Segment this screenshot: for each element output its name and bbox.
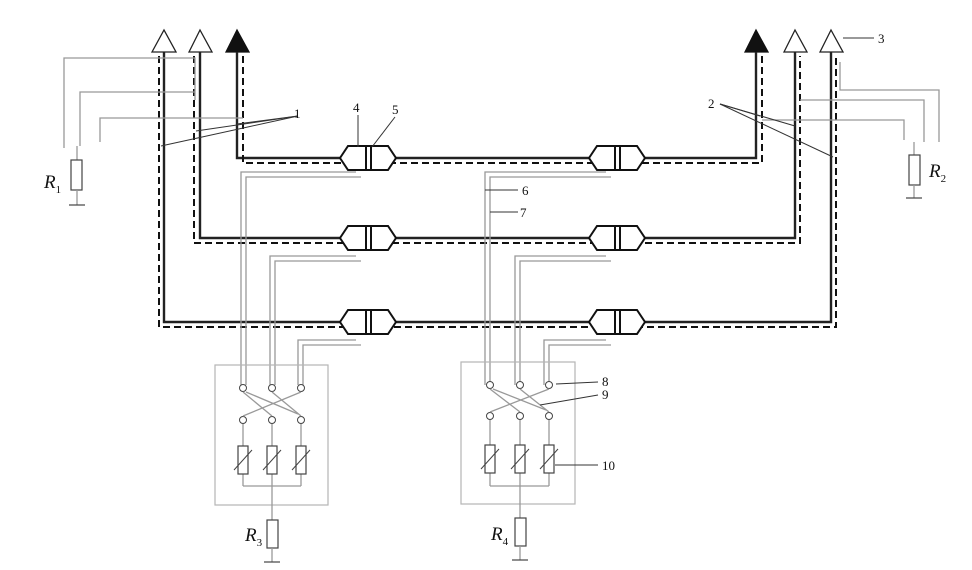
core-phase-b xyxy=(198,52,797,240)
cable-sheaths xyxy=(158,56,837,328)
link-box-right xyxy=(460,361,576,561)
link-box-right-wiring xyxy=(489,420,550,518)
terminal-right-2 xyxy=(782,28,809,53)
right-earthing xyxy=(762,62,940,199)
link-box-left-wiring xyxy=(242,424,302,520)
sheath-phase-b xyxy=(193,56,801,244)
left-bonding-leads xyxy=(240,171,361,385)
label-r1: R1 xyxy=(43,172,61,196)
callout-4: 4 xyxy=(353,100,360,115)
label-r3: R3 xyxy=(244,525,263,549)
label-r4: R4 xyxy=(490,524,509,548)
link-box-left-crossings xyxy=(242,391,302,417)
terminal-right-1 xyxy=(743,28,770,53)
cable-cores xyxy=(162,52,833,324)
terminal-right-3 xyxy=(818,28,845,53)
sheath-phase-a xyxy=(242,56,763,164)
link-box-right-terminals xyxy=(486,381,553,420)
callout-5: 5 xyxy=(392,102,399,117)
resistor-labels: R1 R2 R3 R4 xyxy=(43,161,946,549)
resistor-r1 xyxy=(70,159,83,191)
resistor-r4 xyxy=(514,517,527,547)
leader-lines xyxy=(160,37,874,466)
callout-9: 9 xyxy=(602,387,609,402)
terminal-left-1 xyxy=(150,28,178,53)
core-phase-a xyxy=(235,52,758,160)
terminal-left-3 xyxy=(224,28,251,53)
left-terminals xyxy=(150,28,251,53)
callout-3: 3 xyxy=(878,31,885,46)
sheath-phase-c xyxy=(158,56,837,328)
cable-joints xyxy=(338,145,647,335)
link-box-left xyxy=(214,364,329,563)
core-phase-c xyxy=(162,52,833,324)
joint-c-right xyxy=(587,309,647,335)
callout-labels: 1 2 3 4 5 6 7 8 9 10 xyxy=(294,31,885,473)
label-r2: R2 xyxy=(928,161,946,185)
link-box-left-varistors xyxy=(233,445,311,475)
joint-b-right xyxy=(587,225,647,251)
resistor-r2 xyxy=(908,154,921,186)
link-box-right-crossings xyxy=(489,388,550,413)
link-box-right-varistors xyxy=(480,444,559,474)
joint-c-left xyxy=(338,309,398,335)
callout-1: 1 xyxy=(294,106,301,121)
link-box-left-terminals xyxy=(239,384,305,424)
right-terminals xyxy=(743,28,845,53)
callout-6: 6 xyxy=(522,183,529,198)
callout-8: 8 xyxy=(602,374,609,389)
callout-7: 7 xyxy=(520,205,527,220)
resistor-r3 xyxy=(266,519,279,549)
callout-10: 10 xyxy=(602,458,615,473)
terminal-left-2 xyxy=(187,28,214,53)
right-bonding-leads xyxy=(484,171,611,385)
joint-a-left xyxy=(338,145,398,171)
link-box-right-frame xyxy=(460,361,576,505)
joint-a-right xyxy=(587,145,647,171)
callout-2: 2 xyxy=(708,96,715,111)
joint-b-left xyxy=(338,225,398,251)
left-earthing xyxy=(63,57,243,206)
